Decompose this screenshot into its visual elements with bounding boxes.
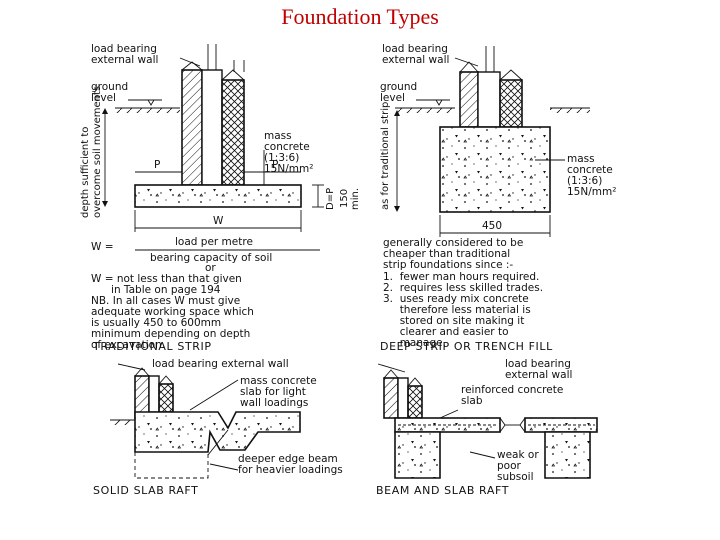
deep-outer-leaf [499,79,523,128]
trad-d-eq-p: D=P [325,188,336,210]
trad-note-line: NB. In all cases W must give [91,295,240,307]
trad-note-line: of excavation. [91,339,165,351]
trad-formula-w: W = [91,241,114,253]
trad-depth-2: overcome soil movements [92,86,103,218]
trad-note-line: minimum depending on depth [91,328,250,340]
cavity [201,69,223,186]
deep-note-line: generally considered to be [383,237,523,249]
deep-note-line: 3. uses ready mix concrete [383,293,529,305]
solid-mass-1: mass concrete [240,375,317,387]
ground-soil [115,108,180,113]
deep-note-line: 1. fewer man hours required. [383,271,539,283]
trad-p-right: P [272,159,278,171]
deep-mass-1: mass [567,153,595,165]
trad-d-min-2: min. [350,188,361,210]
ground-level-marker [147,99,155,106]
deep-strip-caption: DEEP STRIP OR TRENCH FILL [380,340,553,353]
deep-notes: generally considered to be cheaper than … [383,237,543,349]
trad-ground-label-2: level [91,92,116,104]
trad-notes: W = not less than that given in Table on… [91,273,254,351]
outer-leaf [221,79,245,186]
trad-formula-or: or [205,262,216,274]
raft-slab [134,411,301,453]
beam-wall-2: external wall [505,369,572,381]
strip-footing [134,184,302,208]
beam-slab-raft-diagram [377,363,598,479]
beam-wall-outer [407,385,423,419]
deep-note-line: manage. [383,337,446,349]
beam-rc-1: reinforced concrete [461,384,563,396]
deep-note-line: therefore less material is [383,304,531,316]
inner-leaf [181,69,203,186]
trad-depth-1: depth sufficient to [80,127,91,218]
solid-wall-label: load bearing external wall [152,358,289,370]
trad-d-min: 150 [339,189,350,208]
deep-depth-label: as for traditional strip [380,102,391,210]
solid-edge-1: deeper edge beam [238,453,338,465]
beam-slab-raft-caption: BEAM AND SLAB RAFT [376,484,509,497]
trench-fill [439,126,551,213]
deep-mass-3: (1:3:6) [567,175,602,187]
traditional-strip-diagram [102,44,324,232]
beam-wall-inner [383,377,399,419]
solid-mass-3: wall loadings [240,397,308,409]
deep-strip-diagram [394,46,590,237]
trad-note-line: W = not less than that given [91,273,242,285]
deep-mass-4: 15N/mm² [567,186,616,198]
trad-mass-4: 15N/mm² [264,163,313,175]
page-title: Foundation Types [281,4,439,29]
raft-wall-outer [158,383,174,413]
solid-mass-2: slab for light [240,386,306,398]
trad-w-dim: W [213,215,224,227]
beam-weak-1: weak or [497,449,539,461]
edge-beam [394,431,441,479]
beam-weak-2: poor [497,460,522,472]
internal-beam [544,431,591,479]
deep-inner-leaf [459,71,479,128]
deep-wall-label-2: external wall [382,54,449,66]
deep-width-dim: 450 [482,220,502,232]
trad-note-line: adequate working space which [91,306,254,318]
rc-slab [394,417,501,433]
deep-ground-label-1: ground [380,81,417,93]
deep-note-line: strip foundations since :- [383,259,513,271]
beam-wall-1: load bearing [505,358,571,370]
solid-edge-2: for heavier loadings [238,464,343,476]
trad-formula-den: bearing capacity of soil [150,252,272,264]
trad-wall-label-2: external wall [91,54,158,66]
trad-p-left: P [154,159,160,171]
trad-note-line: in Table on page 194 [91,284,221,296]
trad-mass-2: concrete [264,141,310,153]
deep-note-line: stored on site making it [383,315,524,327]
deep-note-line: 2. requires less skilled trades. [383,282,543,294]
deep-note-line: clearer and easier to [383,326,509,338]
deep-ground-label-2: level [380,92,405,104]
trad-note-line: is usually 450 to 600mm [91,317,221,329]
solid-slab-raft-caption: SOLID SLAB RAFT [93,484,199,497]
trad-wall-label-1: load bearing [91,43,157,55]
beam-weak-3: subsoil [497,471,534,483]
deep-note-line: cheaper than traditional [383,248,510,260]
trad-mass-3: (1:3:6) [264,152,299,164]
traditional-strip-caption: TRADITIONAL STRIP [92,340,212,353]
solid-slab-raft-diagram [110,363,301,479]
trad-mass-1: mass [264,130,292,142]
deep-wall-label-1: load bearing [382,43,448,55]
trad-ground-label-1: ground [91,81,128,93]
beam-rc-2: slab [461,395,483,407]
trad-formula-num: load per metre [175,236,253,248]
deep-mass-2: concrete [567,164,613,176]
